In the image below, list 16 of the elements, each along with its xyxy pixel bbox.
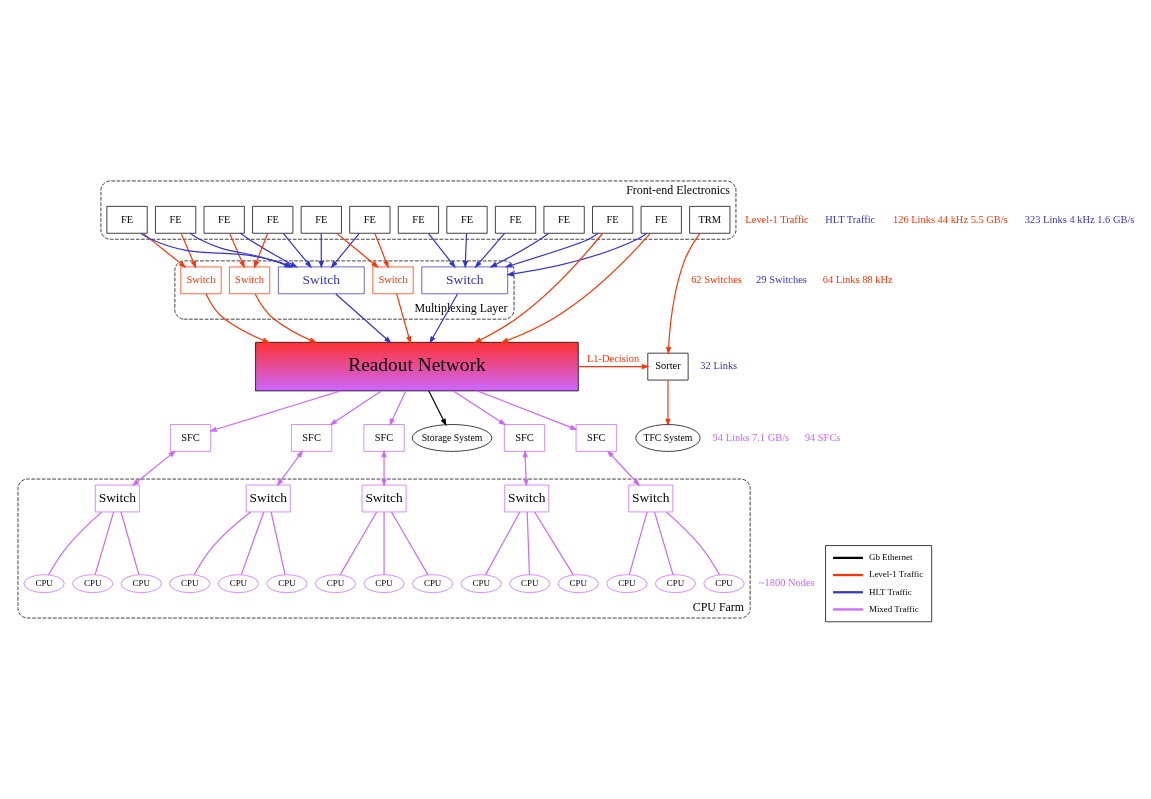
legend-label: Mixed Traffic bbox=[868, 603, 919, 614]
edge-label: L1-Decision bbox=[586, 352, 640, 364]
label: HLT Traffic bbox=[825, 213, 876, 225]
label: Level-1 Traffic bbox=[745, 213, 809, 225]
legend-label: Gb Ethernet bbox=[868, 552, 913, 563]
label: 62 Switches bbox=[691, 274, 742, 286]
label: 32 Links bbox=[700, 360, 738, 372]
legend-label: HLT Traffic bbox=[868, 586, 912, 597]
label: 94 SFCs bbox=[804, 431, 841, 443]
legend-label: Level-1 Traffic bbox=[868, 569, 924, 580]
label: ~1800 Nodes bbox=[758, 577, 815, 589]
label: 94 Links 7.1 GB/s bbox=[712, 431, 790, 443]
label: 323 Links 4 kHz 1.6 GB/s bbox=[1024, 213, 1135, 225]
label: 29 Switches bbox=[756, 274, 807, 286]
label: 126 Links 44 kHz 5.5 GB/s bbox=[892, 213, 1008, 225]
label: 64 Links 88 kHz bbox=[822, 274, 893, 286]
